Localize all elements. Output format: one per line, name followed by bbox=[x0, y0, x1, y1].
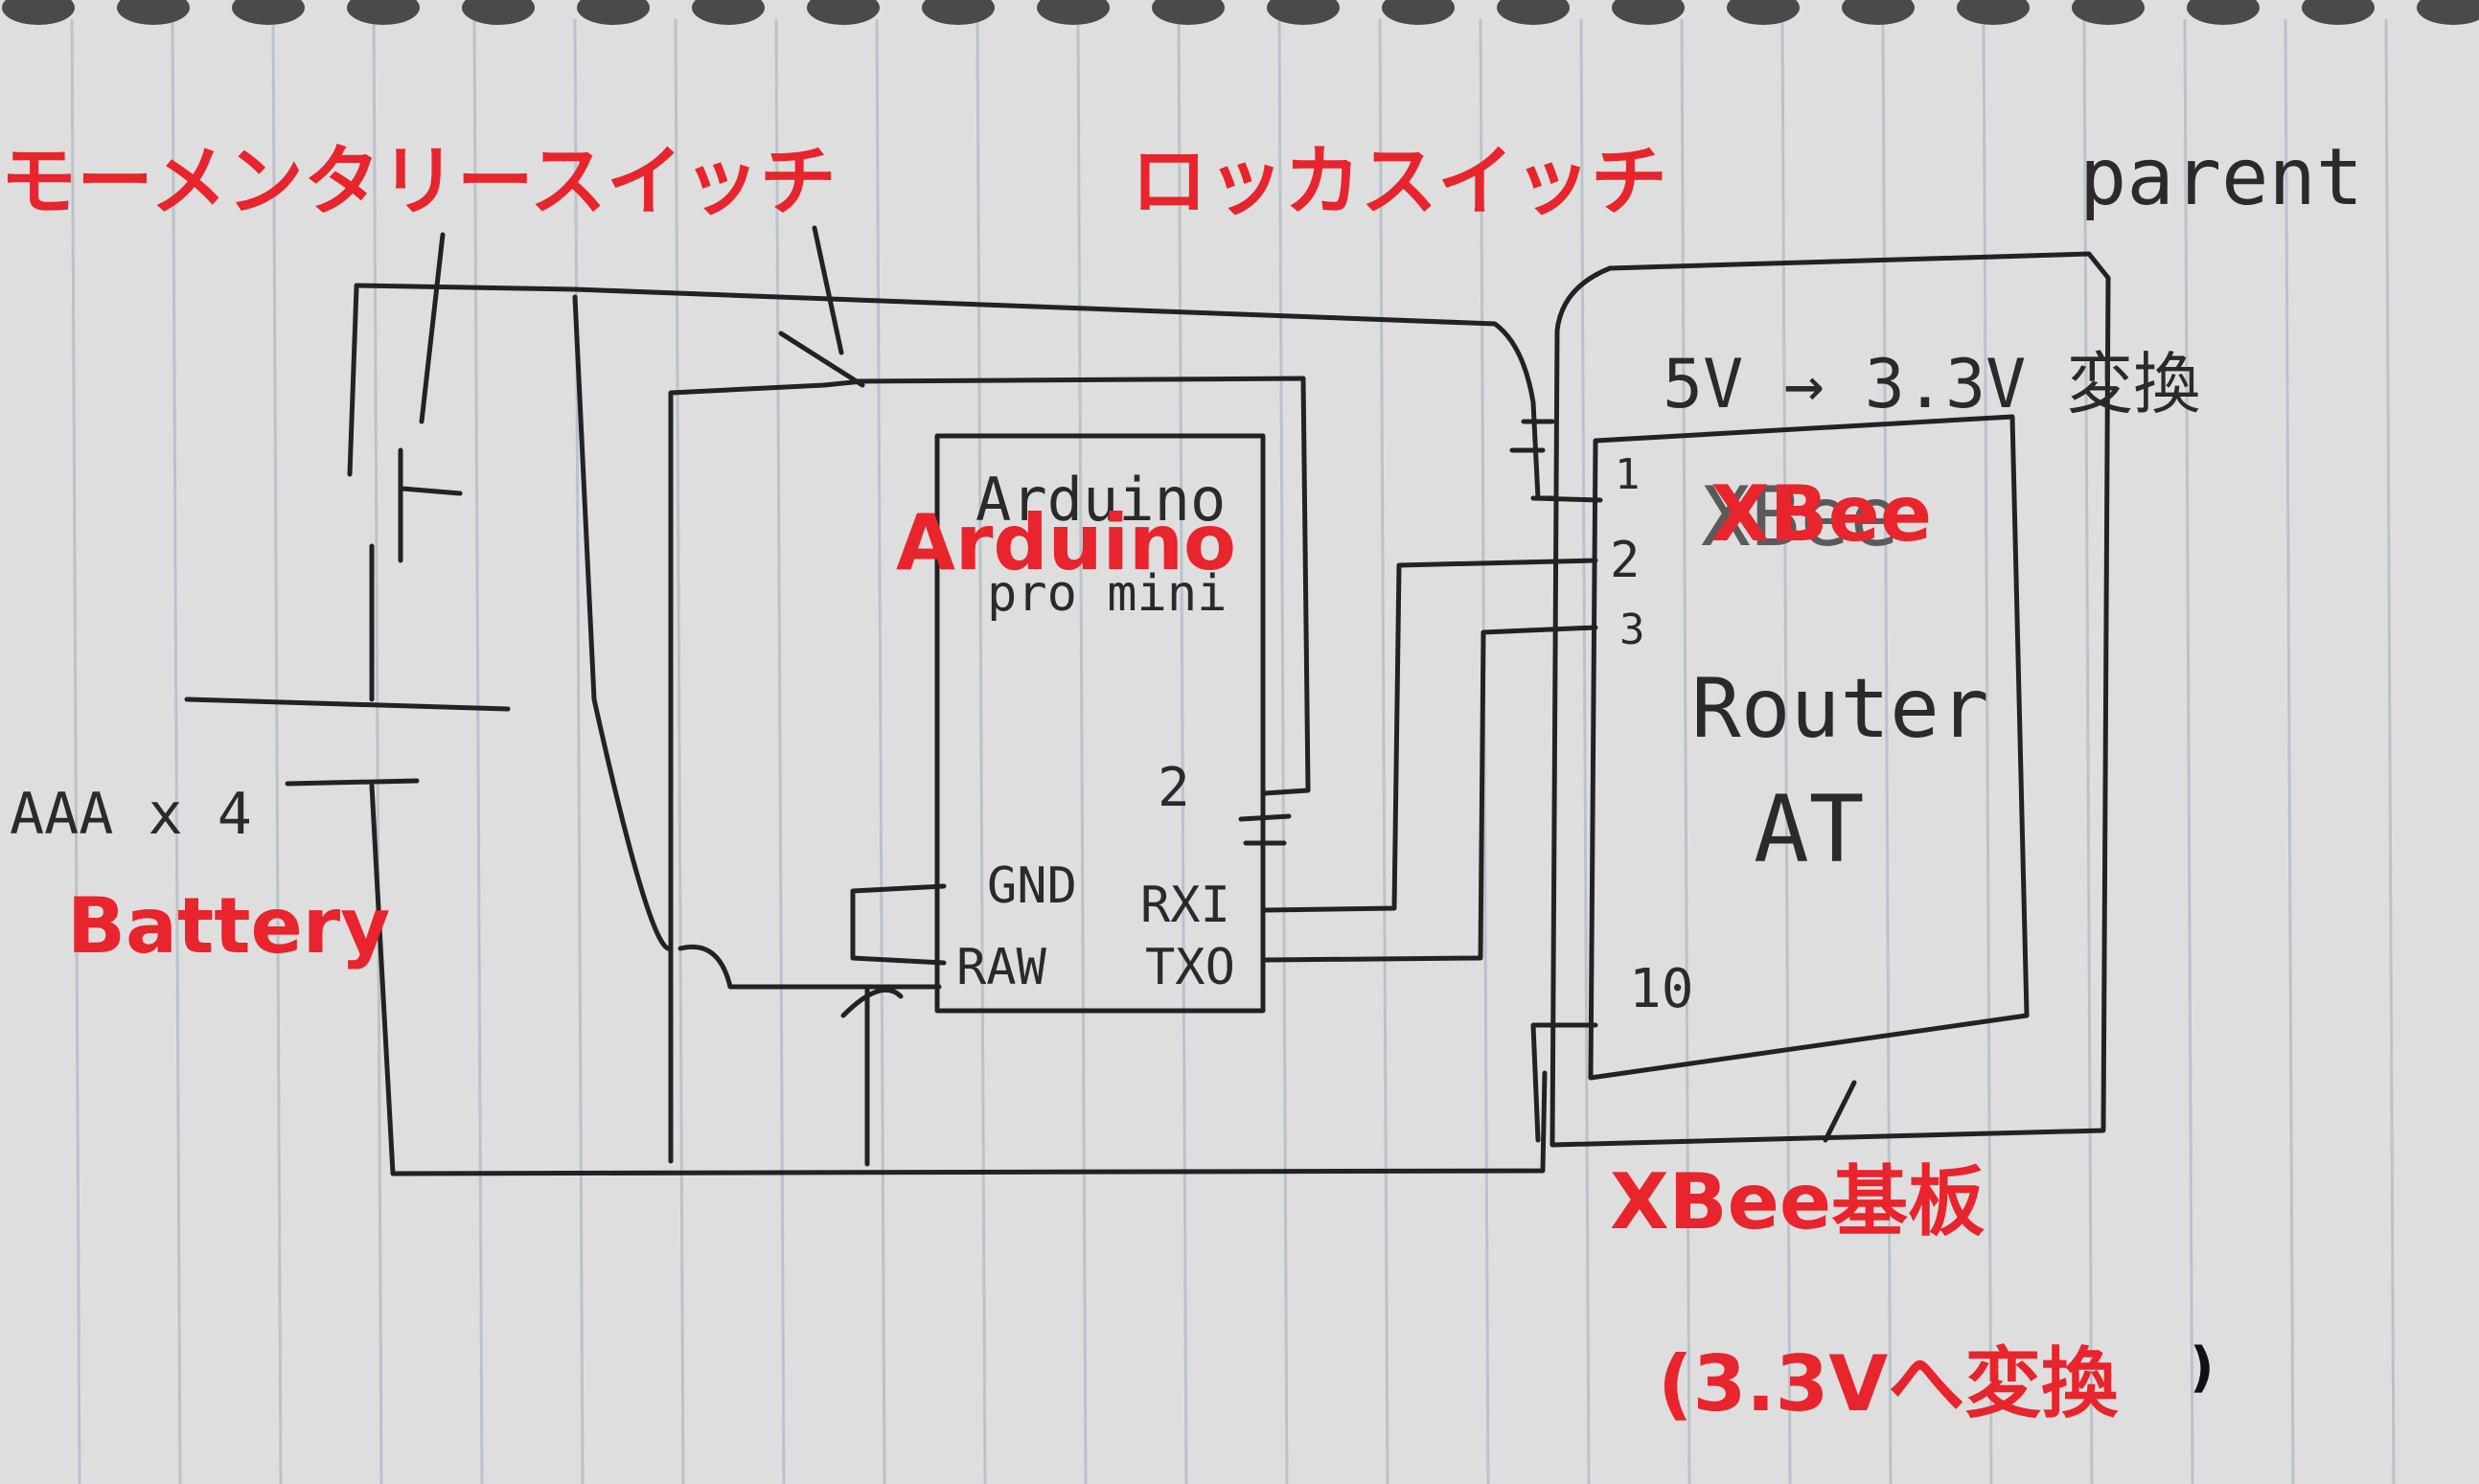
spiral-ring bbox=[232, 0, 305, 25]
notebook-rule-line bbox=[70, 18, 81, 1484]
leader-momentary bbox=[419, 232, 446, 424]
annotation-arduino: Arduino bbox=[896, 498, 1236, 587]
annotation-momentary-switch: モーメンタリースイッチ bbox=[0, 137, 837, 226]
handwritten-pin-gnd: GND bbox=[987, 857, 1077, 915]
spiral-ring bbox=[1842, 0, 1915, 25]
notebook-rule-line bbox=[2082, 18, 2094, 1484]
notebook-rule-line bbox=[774, 18, 786, 1484]
notebook-rule-line bbox=[573, 18, 585, 1484]
spiral-ring bbox=[1957, 0, 2030, 25]
annotation-xbee: XBee bbox=[1710, 469, 1933, 559]
notebook-rules bbox=[70, 18, 2396, 1484]
spiral-ring bbox=[2187, 0, 2260, 25]
handwritten-pin-2: 2 bbox=[1158, 757, 1190, 819]
notebook-rule-line bbox=[1881, 18, 1893, 1484]
handwritten-xbee-pin-10: 10 bbox=[1629, 958, 1694, 1020]
handwritten-xbee-role: Router bbox=[1691, 661, 1989, 757]
leader-rocker bbox=[812, 225, 844, 355]
spiral-ring bbox=[1037, 0, 1110, 25]
notebook-rule-line bbox=[171, 18, 182, 1484]
annotation-conversion-close: ) bbox=[2190, 1336, 2215, 1399]
notebook-rule-line bbox=[1076, 18, 1088, 1484]
spiral-ring bbox=[922, 0, 995, 25]
spiral-ring bbox=[2417, 0, 2479, 25]
circuit-wires bbox=[184, 225, 2111, 1176]
wire-pin2-ticks bbox=[1238, 813, 1292, 846]
xbee-pin10-wire bbox=[1530, 1022, 1598, 1143]
notebook-rule-line bbox=[2284, 18, 2295, 1484]
spiral-ring bbox=[1497, 0, 1570, 25]
notebook-rule-line bbox=[372, 18, 383, 1484]
battery-short-plate bbox=[285, 778, 420, 787]
wire-gnd-raw bbox=[677, 883, 947, 1167]
rocker-switch-lever bbox=[778, 331, 865, 388]
annotation-rocker-switch: ロッカスイッチ bbox=[1131, 137, 1667, 226]
spiral-ring bbox=[2, 0, 75, 25]
notebook-rule-line bbox=[2183, 18, 2194, 1484]
spiral-binding bbox=[2, 0, 2479, 25]
wire-raw-jumper bbox=[840, 987, 904, 1018]
handwritten-battery-spec: AAA x 4 bbox=[10, 781, 252, 848]
notebook-rule-line bbox=[875, 18, 886, 1484]
battery-long-plate bbox=[184, 696, 511, 712]
handwritten-xbee-pin-1: 1 bbox=[1615, 450, 1641, 499]
notebook-rule-line bbox=[1277, 18, 1289, 1484]
spiral-ring bbox=[2072, 0, 2145, 25]
xbee-module-outline bbox=[1588, 414, 2030, 1081]
handwritten-arduino-sub: pro mini bbox=[987, 565, 1228, 623]
wire-rxi bbox=[1262, 558, 1598, 913]
xbee-board-outline bbox=[1549, 251, 2111, 1148]
handwritten-voltage-conversion: 5V → 3.3V 変換 bbox=[1663, 345, 2201, 423]
handwritten-xbee-mode: AT bbox=[1754, 776, 1865, 883]
wire-top-rail bbox=[354, 283, 1541, 501]
notebook-rule-line bbox=[1579, 18, 1591, 1484]
xbee-board-leader bbox=[1823, 1080, 1857, 1143]
spiral-ring bbox=[807, 0, 880, 25]
wire-outer-left bbox=[572, 294, 674, 951]
spiral-ring bbox=[462, 0, 535, 25]
handwritten-xbee-label: XBee bbox=[1701, 469, 1900, 565]
annotation-xbee-board: XBee基板 bbox=[1610, 1157, 1985, 1246]
wire-rocker-loop bbox=[668, 376, 1311, 1164]
spiral-ring bbox=[1612, 0, 1685, 25]
spiral-ring bbox=[2302, 0, 2375, 25]
handwritten-pin-raw: RAW bbox=[956, 939, 1046, 996]
annotation-conversion-note: (3.3Vへ変換 bbox=[1658, 1339, 2119, 1428]
spiral-ring bbox=[117, 0, 190, 25]
spiral-ring bbox=[347, 0, 420, 25]
handwritten-pin-txo: TXO bbox=[1145, 939, 1235, 996]
spiral-ring bbox=[1727, 0, 1800, 25]
handwritten-pin-rxi: RXI bbox=[1140, 877, 1230, 934]
notebook-rule-line bbox=[1177, 18, 1188, 1484]
handwritten-xbee-pin-2: 2 bbox=[1610, 532, 1641, 589]
arduino-board-outline bbox=[934, 433, 1266, 1014]
wire-txo bbox=[1262, 625, 1598, 963]
notebook-rule-line bbox=[976, 18, 987, 1484]
notebook-rule-line bbox=[2384, 18, 2396, 1484]
handwritten-arduino-label: Arduino bbox=[976, 465, 1227, 535]
notebook-rule-line bbox=[472, 18, 484, 1484]
spiral-ring bbox=[1152, 0, 1225, 25]
wire-battery-negative-loop bbox=[347, 285, 1548, 1176]
momentary-switch-contact bbox=[398, 447, 463, 563]
spiral-ring bbox=[1382, 0, 1455, 25]
annotation-battery: Battery bbox=[67, 881, 391, 970]
handwritten-parent: parent bbox=[2079, 132, 2364, 223]
spiral-ring bbox=[1267, 0, 1340, 25]
notebook-rule-line bbox=[1378, 18, 1389, 1484]
notebook-rule-line bbox=[271, 18, 283, 1484]
notebook-rule-line bbox=[1680, 18, 1691, 1484]
handwritten-xbee-pin-3: 3 bbox=[1619, 605, 1645, 654]
spiral-ring bbox=[692, 0, 765, 25]
notebook-rule-line bbox=[674, 18, 685, 1484]
xbee-vcc-wire bbox=[1509, 419, 1603, 503]
notebook-rule-line bbox=[1982, 18, 1993, 1484]
spiral-ring bbox=[577, 0, 650, 25]
